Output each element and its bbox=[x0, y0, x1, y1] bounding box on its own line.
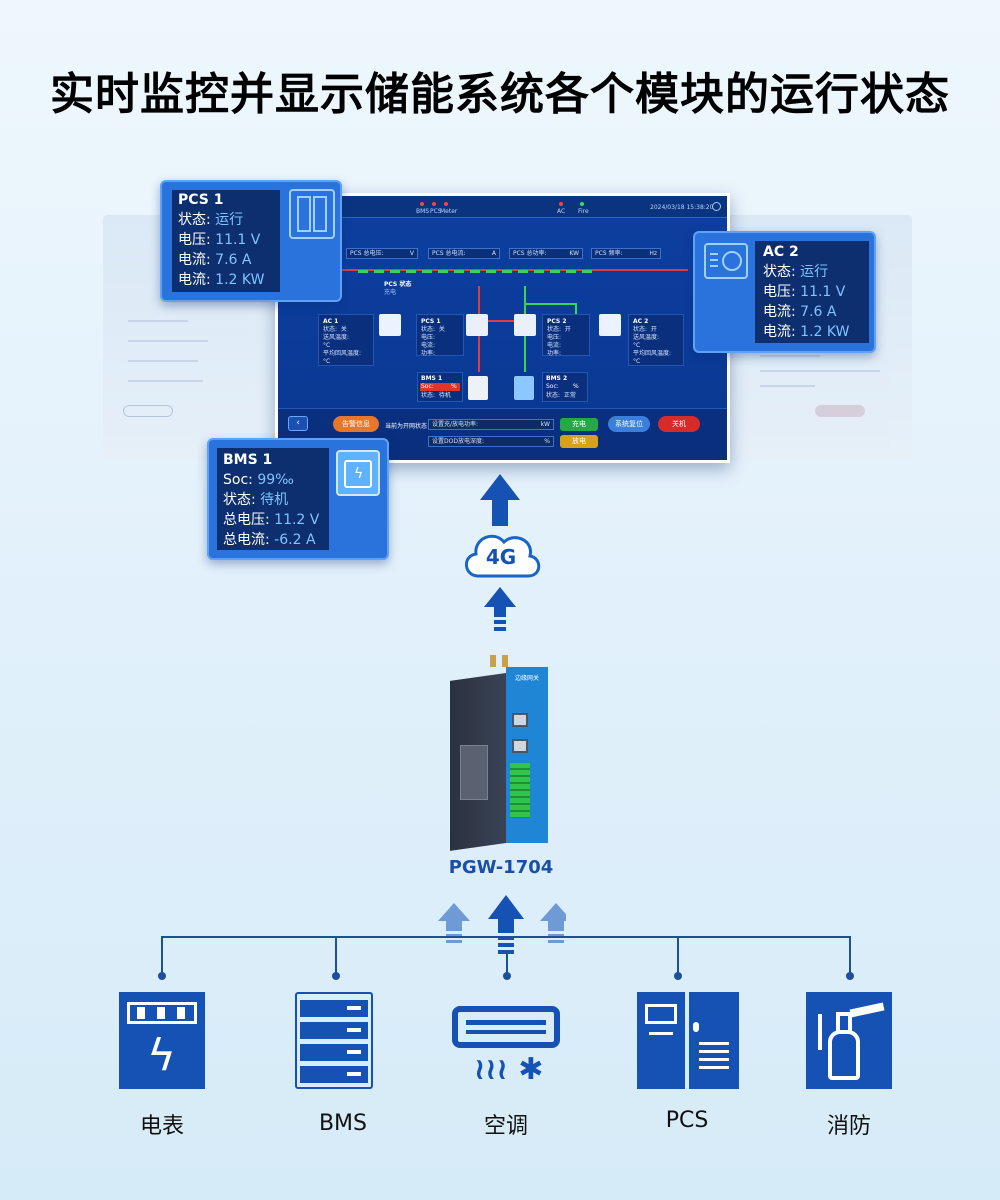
bms1-row: 总电压: 11.2 V bbox=[223, 512, 320, 528]
cabinet-icon bbox=[637, 992, 739, 1089]
ac2-card-title: AC 2 bbox=[763, 244, 799, 260]
screen-ac1-fan-icon bbox=[379, 314, 401, 336]
pcs1-card: PCS 1 状态: 运行 电压: 11.1 V 电流: 7.6 A 电流: 1.… bbox=[160, 180, 342, 302]
pcs1-card-title: PCS 1 bbox=[178, 192, 224, 208]
device-label-pcs: PCS bbox=[665, 1108, 709, 1133]
status-pcs: PCS bbox=[430, 208, 442, 215]
pcs1-row: 电压: 11.1 V bbox=[178, 232, 261, 248]
ac2-row: 电流: 1.2 KW bbox=[763, 324, 850, 340]
device-label-fire: 消防 bbox=[826, 1114, 871, 1139]
uplink-arrow-icon bbox=[484, 587, 516, 631]
cloud-label: 4G bbox=[485, 545, 517, 569]
discharge-button[interactable]: 放电 bbox=[560, 435, 598, 448]
status-meter: Meter bbox=[440, 208, 458, 215]
shutdown-button[interactable]: 关机 bbox=[658, 416, 700, 432]
upload-arrow-icon bbox=[480, 474, 520, 526]
gateway-model-label: PGW-1704 bbox=[448, 857, 554, 878]
gateway-face-label: 边缘网关 bbox=[514, 675, 539, 682]
back-button[interactable]: ‹ bbox=[288, 416, 308, 431]
pcs1-row: 状态: 运行 bbox=[178, 212, 244, 228]
page-title: 实时监控并显示储能系统各个模块的运行状态 bbox=[50, 69, 950, 120]
pcs1-row: 电流: 7.6 A bbox=[178, 252, 252, 268]
status-ac: AC bbox=[557, 208, 566, 215]
screen-bms1-battery-icon bbox=[468, 376, 488, 400]
mode-label: 当前为开网状态 bbox=[385, 423, 428, 430]
refresh-icon[interactable] bbox=[712, 202, 721, 211]
ac2-card: AC 2 状态: 运行 电压: 11.1 V 电流: 7.6 A 电流: 1.2… bbox=[693, 231, 876, 353]
system-reset-button[interactable]: 系统复位 bbox=[608, 416, 650, 432]
meter-icon: ϟ bbox=[119, 992, 205, 1089]
data-collection-arrows bbox=[438, 895, 566, 954]
screen-bms2-box: BMS 2 Soc: % 状态: 正常 bbox=[542, 372, 588, 402]
fire-extinguisher-icon bbox=[806, 992, 892, 1089]
status-bms: BMS bbox=[416, 208, 430, 215]
screen-pcs2-cabinet-icon bbox=[514, 314, 536, 336]
cabinet-icon bbox=[289, 189, 335, 239]
bms1-row: 状态: 待机 bbox=[223, 492, 289, 508]
device-label-ac: 空调 bbox=[483, 1114, 528, 1139]
fan-icon bbox=[704, 243, 748, 279]
battery-icon: ϟ bbox=[336, 450, 380, 496]
dod-input[interactable]: 设置DOD放电深度:% bbox=[428, 436, 554, 447]
pcs-state-label: PCS 状态 bbox=[384, 281, 412, 288]
bms1-row: Soc: 99‰ bbox=[223, 472, 294, 488]
gateway-device: 边缘网关 bbox=[450, 655, 550, 851]
screen-pcs1-box: PCS 1 状态: 关 电压: 电流: 功率: bbox=[416, 314, 464, 357]
charge-button[interactable]: 充电 bbox=[560, 418, 598, 431]
screen-pcs1-cabinet-icon bbox=[466, 314, 488, 336]
alarm-button[interactable]: 告警信息 bbox=[333, 416, 379, 432]
pcs-state-value: 充电 bbox=[384, 289, 397, 296]
ac2-row: 状态: 运行 bbox=[763, 264, 829, 280]
bms1-card: BMS 1 Soc: 99‰ 状态: 待机 总电压: 11.2 V 总电流: -… bbox=[207, 438, 389, 560]
field-pcs-voltage: PCS 总电压:V bbox=[346, 248, 418, 259]
field-pcs-power: PCS 总功率:KW bbox=[509, 248, 583, 259]
screen-bms1-box: BMS 1 Soc: % 状态: 待机 bbox=[417, 372, 463, 402]
screen-ac2-box: AC 2 状态: 开 送风温度: °C 平均回风温度: °C bbox=[628, 314, 684, 366]
power-input[interactable]: 设置充/放电功率:kW bbox=[428, 419, 554, 430]
cloud-4g-icon bbox=[465, 534, 541, 578]
pcs1-row: 电流: 1.2 KW bbox=[178, 272, 265, 288]
screen-datetime: 2024/03/18 15:38:20 bbox=[650, 204, 714, 211]
ac2-row: 电压: 11.1 V bbox=[763, 284, 846, 300]
bms1-row: 总电流: -6.2 A bbox=[223, 532, 316, 548]
screen-ac2-fan-icon bbox=[599, 314, 621, 336]
screen-ac1-box: AC 1 状态: 关 送风温度: °C 平均回风温度: °C bbox=[318, 314, 374, 366]
screen-pcs2-box: PCS 2 状态: 开 电压: 电流: 功率: bbox=[542, 314, 590, 357]
bms1-card-title: BMS 1 bbox=[223, 452, 273, 468]
screen-bms2-battery-icon bbox=[514, 376, 534, 400]
screen-topbar bbox=[278, 196, 727, 218]
field-pcs-frequency: PCS 频率:Hz bbox=[591, 248, 661, 259]
monitor-screen: BMS PCS Meter AC Fire 2024/03/18 15:38:2… bbox=[275, 193, 730, 463]
air-conditioner-icon: ≀≀≀ ✱ bbox=[452, 1006, 560, 1086]
ac2-row: 电流: 7.6 A bbox=[763, 304, 837, 320]
device-label-meter: 电表 bbox=[139, 1114, 184, 1139]
field-pcs-current: PCS 总电流:A bbox=[428, 248, 500, 259]
status-fire: Fire bbox=[578, 208, 589, 215]
device-label-bms: BMS bbox=[318, 1111, 368, 1136]
server-rack-icon bbox=[295, 992, 373, 1089]
